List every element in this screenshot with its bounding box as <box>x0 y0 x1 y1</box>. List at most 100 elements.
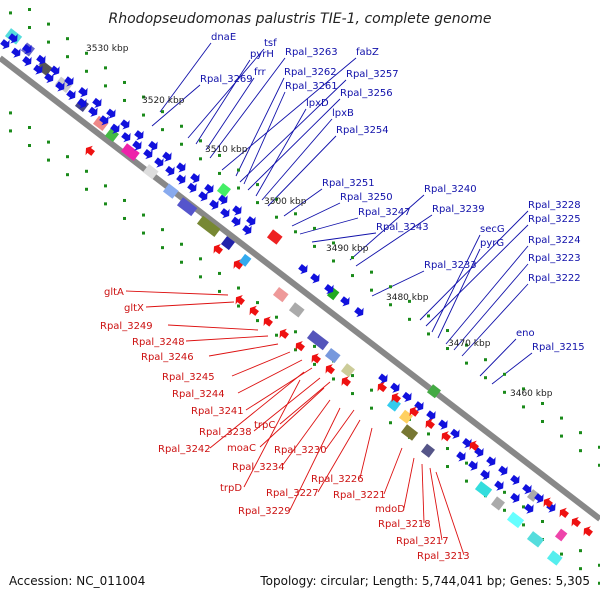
connector-line <box>311 232 377 243</box>
connector-line <box>453 263 529 351</box>
scale-label: 3500 kbp <box>264 197 307 207</box>
scale-label: 3480 kbp <box>386 293 429 303</box>
gene-block <box>36 60 53 76</box>
gene-block <box>272 287 289 303</box>
connector-line <box>151 84 201 127</box>
tick-mark <box>351 374 354 378</box>
forward-strand-arrow <box>121 132 131 143</box>
tick-mark <box>142 95 145 99</box>
tick-mark <box>218 271 221 275</box>
connector-line <box>461 283 529 357</box>
reverse-strand-arrow <box>583 526 593 537</box>
tick-mark <box>104 184 107 188</box>
tick-mark <box>142 231 145 235</box>
forward-strand-arrow <box>134 130 144 141</box>
connector-line <box>247 98 341 191</box>
tick-mark <box>522 405 525 409</box>
connector-line <box>421 463 425 524</box>
accession-text: Accession: NC_011004 <box>9 574 146 588</box>
forward-strand-arrow <box>44 72 54 84</box>
gene-label-Rpal_3217: Rpal_3217 <box>396 536 449 547</box>
connector-line <box>145 301 235 308</box>
tick-mark <box>560 416 563 420</box>
tick-mark <box>370 270 373 274</box>
gene-label-Rpal_3257: Rpal_3257 <box>346 69 399 80</box>
tick-mark <box>180 142 183 146</box>
forward-strand-arrow <box>190 173 200 184</box>
tick-mark <box>446 347 449 351</box>
connector-line <box>419 210 529 321</box>
forward-strand-arrow <box>456 451 466 462</box>
forward-strand-arrow <box>438 419 448 430</box>
gene-label-Rpal_3269: Rpal_3269 <box>200 74 253 85</box>
tick-mark <box>427 332 430 336</box>
forward-strand-arrow <box>162 151 172 162</box>
forward-strand-arrow <box>148 140 158 151</box>
tick-mark <box>541 519 544 523</box>
gene-label-Rpal_3263: Rpal_3263 <box>285 47 338 58</box>
tick-mark <box>446 465 449 469</box>
reverse-strand-arrow <box>409 406 419 417</box>
forward-strand-arrow <box>22 56 32 67</box>
tick-mark <box>256 183 259 187</box>
forward-strand-arrow <box>204 183 214 194</box>
reverse-strand-arrow <box>233 259 243 270</box>
connector-line <box>325 409 355 450</box>
forward-strand-arrow <box>92 97 102 108</box>
tick-mark <box>560 434 563 438</box>
gene-label-Rpal_3234: Rpal_3234 <box>232 462 285 473</box>
connector-line <box>289 407 341 511</box>
connector-line <box>491 352 533 385</box>
tick-mark <box>332 259 335 263</box>
tick-mark <box>47 158 50 162</box>
forward-strand-arrow <box>106 108 116 119</box>
forward-strand-arrow <box>36 54 46 65</box>
tick-mark <box>161 128 164 132</box>
gene-label-Rpal_3221: Rpal_3221 <box>333 490 386 501</box>
forward-strand-arrow <box>231 216 241 227</box>
forward-strand-arrow <box>378 373 388 384</box>
connector-line <box>383 447 403 495</box>
tick-mark <box>598 563 600 567</box>
gene-label-Rpal_3240: Rpal_3240 <box>424 184 477 195</box>
reverse-strand-arrow <box>311 353 321 364</box>
reverse-strand-arrow <box>441 431 451 442</box>
forward-strand-arrow <box>11 47 21 58</box>
gene-block <box>216 182 231 198</box>
tick-mark <box>28 144 31 148</box>
forward-strand-arrow <box>426 410 436 421</box>
gene-label-Rpal_3250: Rpal_3250 <box>340 192 393 203</box>
tick-mark <box>104 66 107 70</box>
tick-mark <box>275 197 278 201</box>
forward-strand-arrow <box>165 165 175 177</box>
gene-block <box>398 409 413 424</box>
forward-strand-arrow <box>176 162 186 173</box>
tick-mark <box>351 256 354 260</box>
gene-label-Rpal_3239: Rpal_3239 <box>432 204 485 215</box>
gene-label-Rpal_3246: Rpal_3246 <box>141 352 194 363</box>
connector-line <box>267 135 337 207</box>
reverse-strand-arrow <box>341 376 351 387</box>
gene-label-tsf: tsf <box>264 38 277 49</box>
tick-mark <box>9 11 12 15</box>
connector-line <box>259 387 325 448</box>
gene-block <box>142 164 159 180</box>
tick-mark <box>370 406 373 410</box>
tick-mark <box>47 40 50 44</box>
gene-block <box>400 424 419 441</box>
connector-line <box>125 290 229 296</box>
tick-mark <box>142 213 145 217</box>
forward-strand-arrow <box>242 225 252 236</box>
gene-block <box>288 302 305 318</box>
tick-mark <box>123 216 126 220</box>
gene-label-pyrG: pyrG <box>480 238 504 249</box>
gene-label-frr: frr <box>254 67 266 78</box>
tick-mark <box>123 198 126 202</box>
reverse-strand-arrow <box>295 341 305 352</box>
gene-label-lpxD: lpxD <box>306 98 329 109</box>
tick-mark <box>28 126 31 130</box>
tick-mark <box>66 37 69 41</box>
forward-strand-arrow <box>88 106 98 117</box>
tick-mark <box>199 257 202 261</box>
tick-mark <box>123 98 126 102</box>
